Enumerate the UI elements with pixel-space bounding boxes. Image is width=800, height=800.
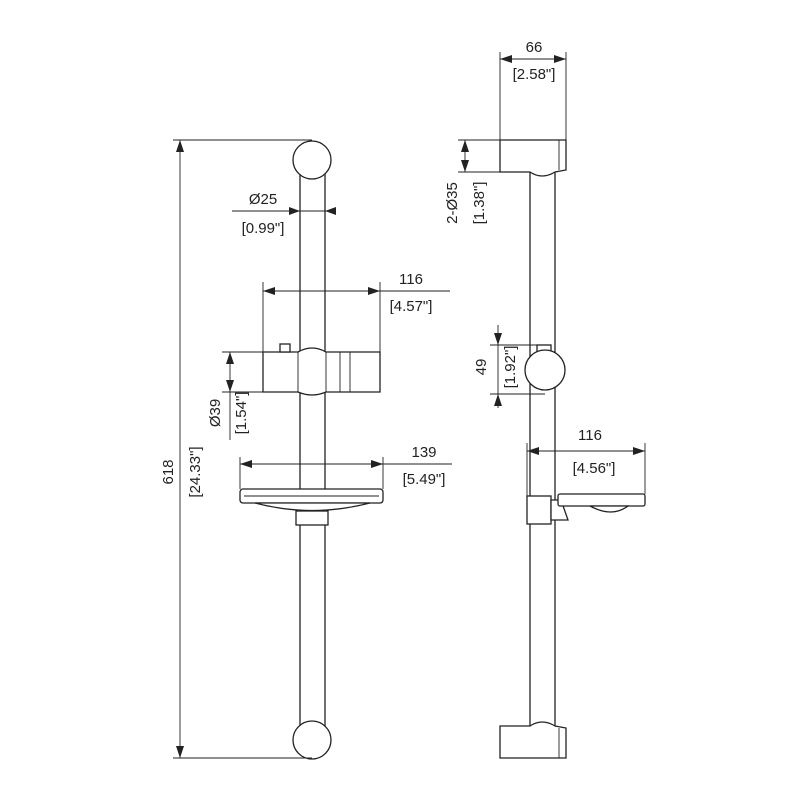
bracket-depth-inch: [2.58"] bbox=[513, 66, 556, 83]
overall-height-mm: 618 bbox=[160, 459, 177, 484]
dish-width-inch: [5.49"] bbox=[403, 471, 446, 488]
sliding-holder bbox=[262, 343, 381, 396]
dim-overall-height: 618 [24.33"] bbox=[160, 139, 312, 759]
dim-slider-diameter: Ø39 [1.54"] bbox=[207, 351, 263, 440]
slider-height-mm: 49 bbox=[473, 359, 490, 376]
top-end-cap bbox=[292, 140, 332, 180]
slider-width-inch: [4.57"] bbox=[390, 298, 433, 315]
dish-width-mm: 139 bbox=[411, 444, 436, 461]
bracket-diameter-mm: 2-Ø35 bbox=[444, 182, 461, 224]
dim-slider-height: 49 [1.92"] bbox=[473, 325, 545, 408]
dim-bracket-depth: 66 [2.58"] bbox=[499, 39, 567, 140]
slider-diameter-inch: [1.54"] bbox=[233, 392, 250, 435]
dish-projection-inch: [4.56"] bbox=[573, 460, 616, 477]
overall-height-inch: [24.33"] bbox=[187, 446, 204, 497]
bottom-wall-bracket bbox=[499, 721, 567, 759]
side-view: 66 [2.58"] 2-Ø35 [1.38"] 49 [1.92"] bbox=[444, 39, 646, 759]
side-slider-holder bbox=[524, 344, 566, 391]
dim-slider-width: 116 [4.57"] bbox=[262, 271, 450, 352]
rail-diameter-inch: [0.99"] bbox=[242, 220, 285, 237]
slider-height-inch: [1.92"] bbox=[502, 346, 519, 389]
slider-width-mm: 116 bbox=[399, 271, 423, 288]
bottom-end-cap bbox=[292, 720, 332, 760]
top-wall-bracket bbox=[499, 139, 567, 177]
bracket-diameter-inch: [1.38"] bbox=[471, 182, 488, 225]
side-soap-dish bbox=[526, 493, 646, 525]
slider-diameter-mm: Ø39 bbox=[207, 399, 224, 427]
dim-rail-diameter: Ø25 [0.99"] bbox=[232, 191, 336, 237]
dim-bracket-diameter: 2-Ø35 [1.38"] bbox=[444, 139, 500, 225]
dish-projection-mm: 116 bbox=[578, 427, 602, 444]
dim-dish-projection: 116 [4.56"] bbox=[526, 427, 646, 496]
rail-tube bbox=[299, 167, 326, 739]
rail-diameter-mm: Ø25 bbox=[249, 191, 277, 208]
soap-dish bbox=[239, 488, 384, 526]
front-view: 618 [24.33"] Ø25 [0.99"] 116 [4.57"] bbox=[160, 139, 452, 760]
bracket-depth-mm: 66 bbox=[526, 39, 543, 56]
side-rail-tube bbox=[529, 167, 556, 729]
dim-dish-width: 139 [5.49"] bbox=[239, 444, 452, 489]
